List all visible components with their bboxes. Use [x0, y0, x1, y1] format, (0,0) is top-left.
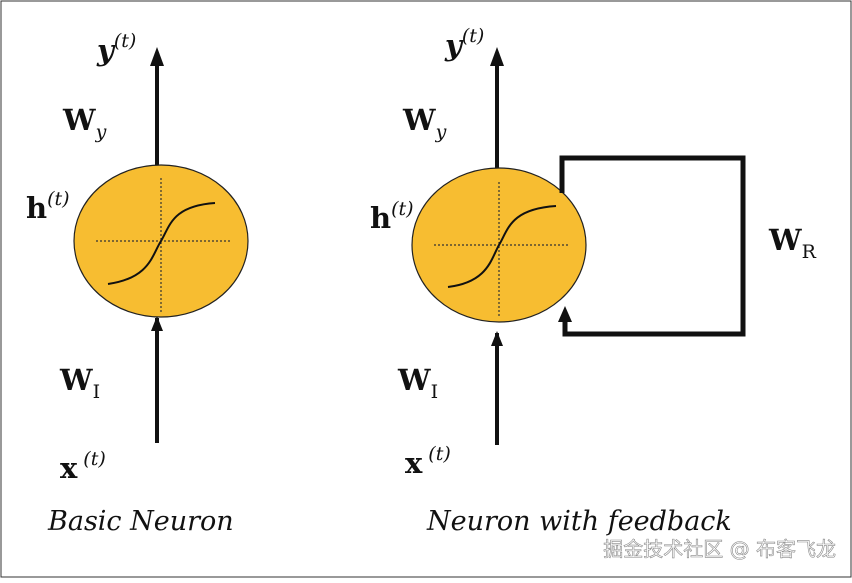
feedback-weight-label: WR: [768, 223, 817, 263]
hidden-state-label: h(t): [370, 198, 414, 235]
sigmoid-curve: [107, 202, 216, 285]
feedback-loop: [559, 155, 746, 337]
input-label: x(t): [60, 448, 106, 485]
basic-neuron-caption: Basic Neuron: [47, 506, 234, 537]
input-weight-label: WI: [397, 363, 438, 403]
input-weight-label: WI: [59, 363, 100, 403]
watermark: 掘金技术社区 @ 布客飞龙: [603, 537, 836, 561]
input-arrowhead: [151, 316, 163, 331]
basic-neuron-panel: y(t) Wy h(t) WI x(t) Basic Neuron: [26, 30, 249, 537]
output-arrowhead: [490, 47, 504, 66]
output-weight-label: Wy: [62, 103, 107, 143]
input-arrowhead: [491, 331, 503, 346]
feedback-neuron-panel: y(t) Wy h(t) WR WI x(t) Neuron with feed…: [370, 25, 817, 537]
input-label: x(t): [405, 443, 451, 480]
output-label: y(t): [96, 30, 136, 67]
sigmoid-curve: [447, 205, 557, 288]
hidden-state-label: h(t): [26, 188, 70, 225]
output-arrowhead: [150, 47, 164, 66]
output-label: y(t): [444, 25, 484, 62]
feedback-arrowhead: [558, 306, 572, 322]
output-weight-label: Wy: [402, 103, 447, 143]
feedback-neuron-caption: Neuron with feedback: [426, 506, 732, 537]
